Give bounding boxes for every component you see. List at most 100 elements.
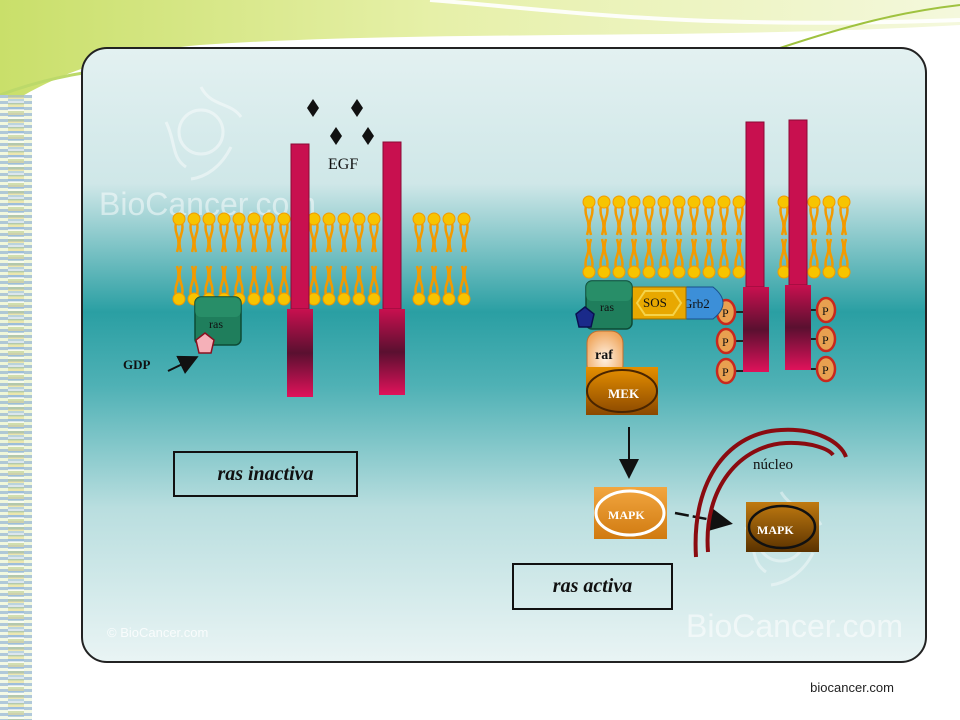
lipid-molecule <box>597 195 611 236</box>
lipid-molecule <box>442 265 456 306</box>
lipid-molecule <box>172 212 186 253</box>
egf-ligand-diamond <box>351 99 363 117</box>
gtp-pentagon <box>575 306 595 328</box>
egf-ligand-group <box>307 99 374 145</box>
gdp-arrow <box>167 355 199 374</box>
lipid-molecule <box>262 265 276 306</box>
lipid-molecule <box>202 212 216 253</box>
lipid-molecule <box>582 238 596 279</box>
lipid-molecule <box>627 195 641 236</box>
ras-inactive-caption: ras inactiva <box>217 462 314 485</box>
phosphate-label: P <box>722 335 729 349</box>
lipid-molecule <box>657 238 671 279</box>
lipid-molecule <box>172 265 186 306</box>
ras-inactive-protein <box>194 296 242 346</box>
lipid-molecule <box>807 195 821 236</box>
lipid-molecule <box>732 195 746 236</box>
lipid-molecule <box>457 265 471 306</box>
ras-active-protein <box>585 280 633 330</box>
lipid-molecule <box>277 212 291 253</box>
lipid-molecule <box>307 212 321 253</box>
egf-ligand-diamond <box>362 127 374 145</box>
lipid-molecule <box>672 238 686 279</box>
phosphate-group: P <box>811 325 837 353</box>
watermark-brand-right: BioCancer.com <box>686 608 903 644</box>
sos-label: SOS <box>643 295 667 310</box>
lipid-molecule <box>642 195 656 236</box>
egf-receptor-right-a <box>743 121 769 372</box>
mek-protein <box>586 367 658 415</box>
lipid-molecule <box>597 238 611 279</box>
lipid-molecule <box>777 238 791 279</box>
lipid-molecule <box>837 238 851 279</box>
mek-label: MEK <box>608 386 640 401</box>
lipid-molecule <box>307 265 321 306</box>
gdp-label: GDP <box>123 357 151 372</box>
lipid-molecule <box>777 195 791 236</box>
gdp-pentagon <box>195 332 215 354</box>
lipid-molecule <box>627 238 641 279</box>
lipid-molecule <box>427 212 441 253</box>
raf-label: raf <box>595 348 613 363</box>
lipid-molecule <box>352 212 366 253</box>
lipid-molecule <box>687 195 701 236</box>
phosphate-group: P <box>811 355 837 383</box>
copyright-watermark: © BioCancer.com <box>107 625 208 640</box>
lipid-molecule <box>687 238 701 279</box>
lipid-molecule <box>352 265 366 306</box>
lipid-molecule <box>702 195 716 236</box>
lipid-molecule <box>442 212 456 253</box>
decorative-side-strip <box>0 95 32 720</box>
lipid-molecule <box>367 265 381 306</box>
mapk-protein <box>594 487 667 539</box>
lipid-molecule <box>612 195 626 236</box>
lipid-molecule <box>337 212 351 253</box>
lipid-molecule <box>217 212 231 253</box>
lipid-molecule <box>657 195 671 236</box>
egf-receptor-left-a <box>287 143 313 397</box>
lipid-molecule <box>642 238 656 279</box>
lipid-molecule <box>277 265 291 306</box>
lipid-molecule <box>822 238 836 279</box>
cell-membrane-right <box>582 195 851 279</box>
lipid-molecule <box>457 212 471 253</box>
lipid-molecule <box>672 195 686 236</box>
ras-inactive-label: ras <box>209 317 223 331</box>
ras-pathway-diagram: BioCancer.com BioCancer.com EGF ras GDP … <box>99 86 903 644</box>
phosphate-group: P <box>715 357 743 385</box>
lipid-molecule <box>322 265 336 306</box>
lipid-molecule <box>367 212 381 253</box>
lipid-molecule <box>822 195 836 236</box>
watermark-logo-left <box>164 86 243 181</box>
lipid-molecule <box>322 212 336 253</box>
lipid-molecule <box>717 238 731 279</box>
egf-receptor-right-b <box>785 119 811 370</box>
nucleus-envelope <box>693 427 848 558</box>
lipid-molecule <box>807 238 821 279</box>
lipid-molecule <box>612 238 626 279</box>
nucleus-label: núcleo <box>753 457 793 473</box>
mapk-nuclear-protein <box>746 502 819 552</box>
lipid-molecule <box>582 195 596 236</box>
lipid-molecule <box>717 195 731 236</box>
sos-protein <box>630 286 687 320</box>
lipid-molecule <box>412 212 426 253</box>
ras-active-caption: ras activa <box>552 575 633 597</box>
phosphate-label: P <box>722 365 729 379</box>
egf-ligand-diamond <box>330 127 342 145</box>
lipid-molecule <box>837 195 851 236</box>
lipid-molecule <box>247 212 261 253</box>
lipid-molecule <box>427 265 441 306</box>
mapk-label: MAPK <box>608 508 645 522</box>
phosphate-label: P <box>822 304 829 318</box>
phosphate-group: P <box>715 327 743 355</box>
phosphate-label: P <box>722 306 729 320</box>
phosphate-label: P <box>822 333 829 347</box>
cell-membrane-left <box>172 212 471 306</box>
lipid-molecule <box>262 212 276 253</box>
grb2-label: Grb2 <box>683 296 710 311</box>
ras-inactive-caption-box: ras inactiva <box>173 451 358 497</box>
lipid-molecule <box>337 265 351 306</box>
